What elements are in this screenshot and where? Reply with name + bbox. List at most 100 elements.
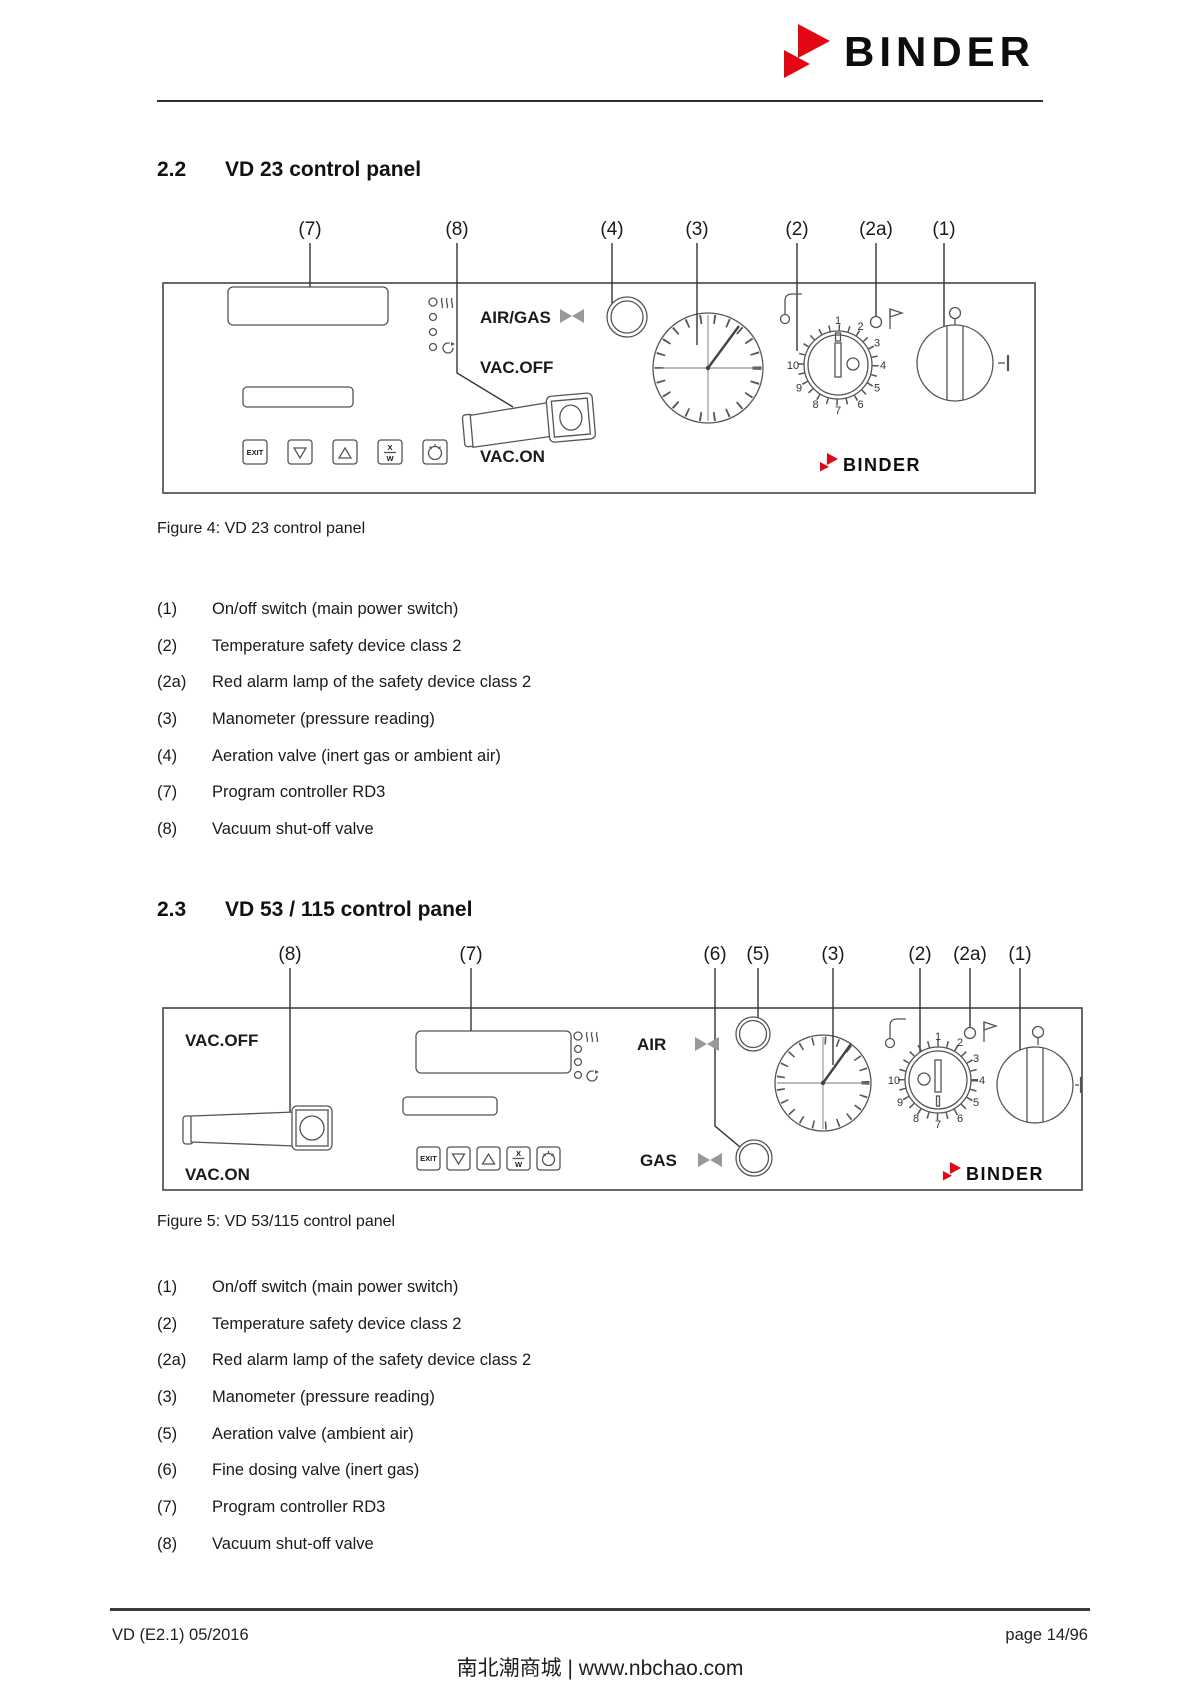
down-button[interactable] (287, 439, 313, 465)
svg-text:10: 10 (888, 1075, 900, 1087)
aeration-valve[interactable] (735, 1016, 771, 1052)
power-on-icon (998, 355, 1010, 371)
legend-item: (1)On/off switch (main power switch) (157, 1278, 459, 1296)
exit-button[interactable] (416, 1146, 441, 1171)
svg-text:4: 4 (880, 360, 886, 372)
svg-text:9: 9 (897, 1097, 903, 1109)
up-button[interactable] (332, 439, 358, 465)
thermometer-icon (779, 293, 802, 325)
figure5-drawing: (8) (7) (6) (5) (3) (2) (2a) (1) VAC.OFF… (150, 930, 1090, 1203)
svg-text:5: 5 (874, 383, 880, 395)
callout-5: (5) (746, 944, 769, 965)
watermark: 南北潮商城 | www.nbchao.com (456, 1657, 744, 1680)
legend-item: (7)Program controller RD3 (157, 783, 386, 802)
program-button[interactable] (536, 1146, 561, 1171)
power-switch[interactable] (916, 306, 1010, 402)
fine-dosing-valve[interactable] (735, 1139, 773, 1177)
xw-button[interactable] (377, 439, 403, 465)
vac-off-label: VAC.OFF (185, 1031, 258, 1050)
power-off-icon (948, 306, 962, 320)
svg-text:W: W (515, 1160, 523, 1169)
heating-icon (440, 297, 454, 309)
figure4-drawing: (7) (8) (4) (3) (2) (2a) (1) (155, 205, 1045, 505)
valve-icon (698, 1153, 722, 1167)
figure5-caption: Figure 5: VD 53/115 control panel (157, 1213, 396, 1230)
svg-text:X: X (516, 1149, 521, 1158)
up-button[interactable] (476, 1146, 501, 1171)
callout-3: (3) (821, 944, 844, 965)
legend-item: (6)Fine dosing valve (inert gas) (157, 1461, 420, 1480)
legend-item: (3)Manometer (pressure reading) (157, 710, 435, 729)
heating-led (428, 297, 438, 307)
svg-text:8: 8 (812, 399, 818, 411)
section-number: 2.3 (157, 898, 187, 921)
power-off-icon (1031, 1025, 1045, 1039)
figure4-legend: (1)On/off switch (main power switch) (2)… (157, 600, 531, 857)
section-2-2-heading: 2.2 VD 23 control panel (157, 158, 421, 182)
vacuum-shutoff-valve[interactable] (461, 392, 597, 450)
section-title: VD 23 control panel (225, 158, 422, 181)
svg-text:3: 3 (874, 338, 880, 350)
exit-button-label: EXIT (247, 448, 264, 457)
legend-item: (5)Aeration valve (ambient air) (157, 1424, 414, 1443)
arrow-down-icon (292, 447, 308, 460)
callout-8: (8) (445, 219, 468, 240)
panel-binder-logo: BINDER (820, 453, 920, 475)
callout-2a: (2a) (953, 944, 987, 965)
valve-icon (695, 1037, 719, 1051)
callout-7: (7) (298, 219, 321, 240)
svg-text:6: 6 (957, 1113, 963, 1125)
legend-item: (7)Program controller RD3 (157, 1498, 386, 1517)
callout-8: (8) (278, 944, 301, 965)
temperature-safety-dial[interactable]: 1 2 3 4 5 6 7 8 9 10 (787, 315, 886, 417)
svg-text:9: 9 (796, 383, 802, 395)
legend-item: (8)Vacuum shut-off valve (157, 820, 374, 839)
program-button[interactable] (422, 439, 448, 465)
footer-doc-id: VD (E2.1) 05/2016 (112, 1626, 249, 1644)
status-led (428, 312, 438, 322)
callout-2a: (2a) (859, 219, 893, 240)
alarm-lamp (963, 1026, 977, 1040)
down-button[interactable] (446, 1146, 471, 1171)
legend-item: (8)Vacuum shut-off valve (157, 1534, 374, 1553)
legend-item: (1)On/off switch (main power switch) (157, 600, 459, 618)
autotune-icon (442, 342, 455, 354)
power-on-icon (1075, 1077, 1083, 1093)
alarm-flag-icon (889, 308, 905, 329)
svg-text:6: 6 (857, 399, 863, 411)
controller-lower-display (242, 386, 354, 408)
svg-text:7: 7 (935, 1119, 941, 1131)
program-icon (541, 1151, 556, 1167)
legend-item: (3)Manometer (pressure reading) (157, 1388, 435, 1407)
callout-leader-lines (289, 968, 1021, 1148)
autotune-led (428, 342, 438, 352)
panel-binder-logo: BINDER (943, 1162, 1044, 1184)
valve-icon (560, 309, 584, 323)
status-led (428, 327, 438, 337)
status-led (573, 1044, 583, 1054)
vacuum-shutoff-valve[interactable] (182, 1105, 333, 1151)
brand-name: BINDER (843, 28, 1035, 75)
svg-text:2: 2 (857, 321, 863, 333)
arrow-up-icon (337, 446, 353, 459)
vac-on-label: VAC.ON (185, 1165, 250, 1184)
program-controller-rd3: EXIT X W (227, 286, 455, 465)
controller-buttons: EXIT X W (242, 439, 448, 465)
thermometer-icon (884, 1018, 906, 1049)
temperature-safety-dial[interactable]: 1 2 3 4 5 6 7 8 9 10 (888, 1031, 985, 1131)
manometer-needle (707, 325, 740, 369)
svg-text:1: 1 (835, 315, 841, 327)
xw-button[interactable] (506, 1146, 531, 1171)
svg-text:BINDER: BINDER (966, 1164, 1044, 1184)
power-switch[interactable] (996, 1025, 1083, 1124)
air-label: AIR (637, 1035, 666, 1054)
heating-led (573, 1031, 583, 1041)
figure4-caption: Figure 4: VD 23 control panel (157, 520, 366, 537)
exit-button[interactable] (242, 439, 268, 465)
manometer (774, 968, 872, 1132)
svg-text:10: 10 (787, 360, 799, 372)
aeration-valve[interactable] (606, 296, 648, 338)
legend-item: (4)Aeration valve (inert gas or ambient … (157, 746, 501, 765)
callout-7: (7) (459, 944, 482, 965)
manometer-needle (822, 1043, 852, 1084)
